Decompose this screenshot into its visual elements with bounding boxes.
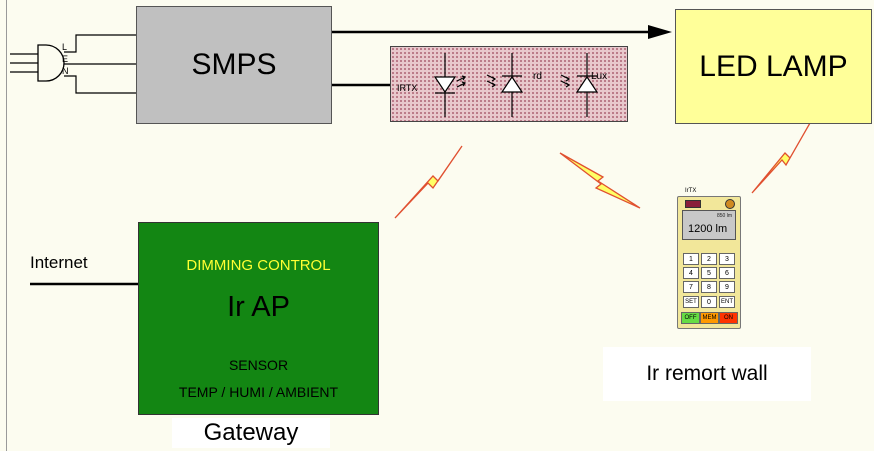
lux-photodiode-icon [560, 53, 599, 117]
rd-label: rd [533, 71, 542, 82]
smps-block: SMPS [136, 6, 332, 124]
frame-left-border [6, 0, 7, 451]
irtx-label: IRTX [397, 83, 418, 93]
led-lamp-label: LED LAMP [699, 49, 848, 83]
key-3[interactable]: 3 [719, 253, 735, 265]
internet-label: Internet [30, 253, 88, 272]
ir-ap-title: Ir AP [227, 291, 290, 323]
wireless-bolt-icons [394, 122, 811, 219]
key-9[interactable]: 9 [719, 281, 735, 293]
key-set[interactable]: SET [683, 296, 699, 308]
plug-pin-n: N [62, 66, 69, 76]
key-4[interactable]: 4 [683, 267, 699, 279]
lux-label: Lux [591, 71, 608, 82]
key-on[interactable]: ON [719, 312, 738, 324]
gateway-ir-ap-block: DIMMING CONTROL Ir AP SENSOR TEMP / HUMI… [138, 222, 379, 415]
led-lamp-block: LED LAMP [675, 9, 872, 124]
key-ent[interactable]: ENT [719, 296, 735, 308]
diode-symbols [433, 53, 599, 117]
key-5[interactable]: 5 [701, 267, 717, 279]
gateway-caption: Gateway [172, 418, 330, 448]
key-6[interactable]: 6 [719, 267, 735, 279]
sensor-label: SENSOR [228, 357, 289, 373]
lightning-bolt-icon [751, 122, 811, 194]
dimming-control-label: DIMMING CONTROL [186, 257, 331, 274]
remote-irtx-label: IrTX [685, 188, 697, 194]
key-mem[interactable]: MEM [700, 312, 719, 324]
power-led-icon [725, 199, 735, 209]
ir-receiver-diode-icon [486, 53, 524, 117]
arrow-head-icon [648, 25, 672, 39]
display-main-value: 1200 lm [688, 223, 728, 235]
smps-label: SMPS [191, 48, 277, 81]
key-off[interactable]: OFF [681, 312, 700, 324]
lightning-bolt-icon [394, 145, 463, 219]
key-8[interactable]: 8 [701, 281, 717, 293]
plug-pin-l: L [62, 42, 68, 52]
key-1[interactable]: 1 [683, 253, 699, 265]
key-0[interactable]: 0 [701, 296, 717, 308]
display-small-value: 850 lm [716, 213, 732, 219]
ir-remote-device: 850 lm 1200 lm 1 2 3 4 5 6 7 8 9 SET 0 E… [677, 196, 741, 329]
remote-display: 850 lm 1200 lm [682, 210, 736, 240]
key-7[interactable]: 7 [683, 281, 699, 293]
power-plug-icon [10, 44, 65, 82]
plug-pin-e: E [62, 54, 69, 64]
key-2[interactable]: 2 [701, 253, 717, 265]
lightning-bolt-icon [559, 152, 641, 209]
ir-sensor-module: IRTX rd Lux [390, 46, 628, 122]
mains-wires [64, 34, 136, 94]
sensor-types-label: TEMP / HUMI / AMBIENT [178, 384, 339, 400]
remote-caption: Ir remort wall [603, 347, 811, 401]
ir-emitter-window [685, 200, 701, 208]
ir-led-icon [433, 53, 466, 117]
